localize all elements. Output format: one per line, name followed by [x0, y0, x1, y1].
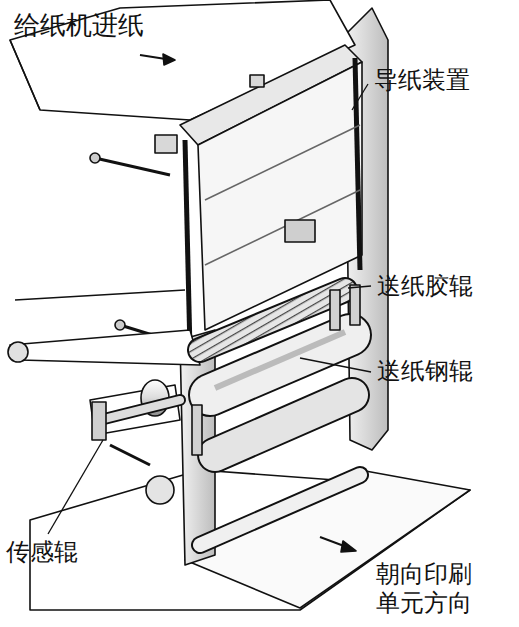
part-label: 送纸胶辊: [377, 272, 473, 301]
part-label: 导纸装置: [374, 66, 470, 95]
part-label: 送纸钢辊: [377, 357, 473, 386]
part-label: 朝向印刷 单元方向: [376, 560, 480, 618]
part-label: 给纸机进纸: [14, 10, 144, 41]
part-label: 传感辊: [6, 538, 78, 567]
